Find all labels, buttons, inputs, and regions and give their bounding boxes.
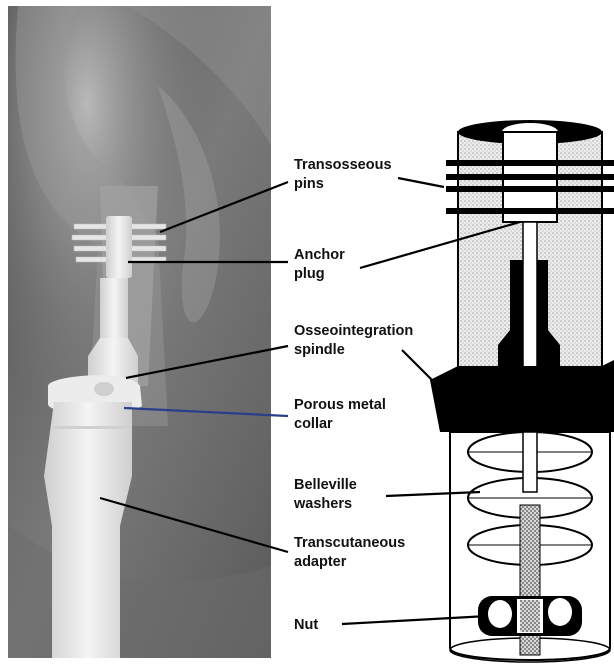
nut-schematic [478, 596, 582, 636]
label-nut: Nut [294, 616, 318, 635]
